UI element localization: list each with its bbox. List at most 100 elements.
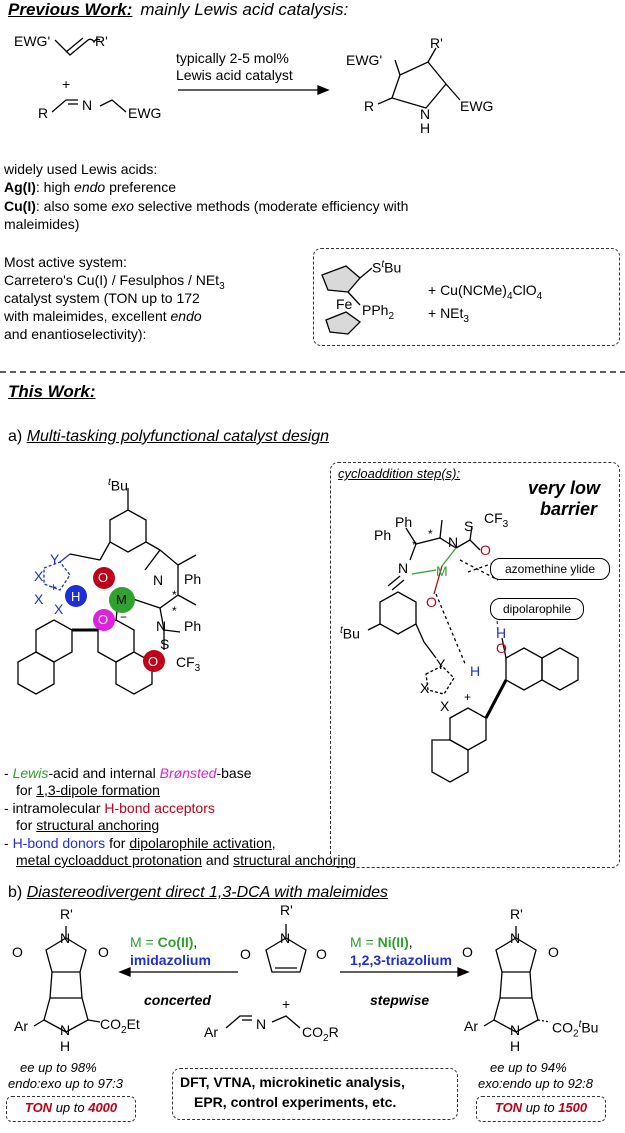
carretero-line1: Carretero's Cu(I) / Fesulphos / NEt3 xyxy=(4,272,225,295)
legend-l2u: 1,3-dipole formation xyxy=(36,782,160,798)
center-o2: O xyxy=(316,946,327,962)
legend-line4: for structural anchoring xyxy=(16,817,159,834)
reactant-plus: + xyxy=(62,76,71,92)
legend-line1: - Lewis-acid and internal Brønsted-base xyxy=(4,765,252,782)
net3: + NEt xyxy=(428,305,464,321)
right-r-prime: R' xyxy=(510,906,523,922)
cat-cf: CF xyxy=(176,654,195,670)
right-ee: ee xyxy=(490,1060,505,1075)
methods-line2: EPR, control experiments, etc. xyxy=(194,1094,397,1110)
legend-l6u1: metal cycloadduct protonation xyxy=(16,852,202,868)
ag-label: Ag(I) xyxy=(4,179,36,195)
product-r: R xyxy=(364,98,375,114)
methods-box xyxy=(172,1068,458,1120)
center-plus: + xyxy=(282,996,291,1012)
right-ar: Ar xyxy=(464,1018,478,1034)
cu-label: Cu(I) xyxy=(4,198,36,214)
cat-s: S xyxy=(160,636,170,652)
right-mechanism: stepwise xyxy=(370,992,430,1008)
product-h: H xyxy=(420,120,431,136)
legend-hbond-acceptors: H-bond acceptors xyxy=(104,800,215,816)
cyclo-o3: O xyxy=(496,640,507,656)
left-metal: Co(II) xyxy=(157,934,194,950)
fe-label: Fe xyxy=(336,296,353,312)
left-ton-mid: up to xyxy=(52,1100,89,1115)
right-nh-n: N xyxy=(510,1022,521,1038)
carretero-line3: with maleimides, excellent endo xyxy=(4,308,202,325)
cycloaddition-box xyxy=(330,462,620,868)
right-ratio: exo:endo up to 92:8 xyxy=(478,1076,593,1091)
section-b-label: b) xyxy=(8,884,23,901)
cat-x1: X xyxy=(34,568,44,584)
reactant1-r: R' xyxy=(95,33,108,49)
carretero-text1: Carretero's Cu(I) / Fesulphos / NEt xyxy=(4,272,220,288)
right-n: N xyxy=(510,930,521,946)
cat-x3: X xyxy=(54,601,64,617)
cat-ph1: Ph xyxy=(184,571,202,587)
cat-tbu-t: t xyxy=(108,477,111,488)
cyclo-cf3: CF3 xyxy=(484,510,508,533)
cat-minus: − xyxy=(120,610,128,624)
left-ee: ee xyxy=(20,1060,35,1075)
left-metal-line: M = Co(II), xyxy=(130,934,197,951)
center-ar: Ar xyxy=(204,1024,218,1040)
cat-star2: * xyxy=(172,604,177,618)
right-comma: , xyxy=(408,934,413,950)
cyclo-star1: * xyxy=(428,527,433,541)
fe-pph-sub: 2 xyxy=(388,310,395,322)
right-metal-line: M = Ni(II), xyxy=(350,934,413,951)
section-b-heading: b) Diastereodivergent direct 1,3-DCA wit… xyxy=(8,884,388,902)
cu-text-a: : also some xyxy=(35,198,112,214)
right-t: t xyxy=(578,1019,582,1030)
right-ton-value: 1500 xyxy=(558,1100,588,1115)
cat-n: N xyxy=(153,572,164,588)
cyclo-tbu: tBu xyxy=(340,622,360,643)
arrow-condition-line1: typically 2-5 mol% xyxy=(176,50,289,66)
product-r-top: R' xyxy=(430,35,443,51)
right-co: CO xyxy=(552,1019,573,1036)
cat-o4: O xyxy=(148,654,159,669)
legend-line6: metal cycloadduct protonation and struct… xyxy=(16,852,356,869)
left-co: CO xyxy=(100,1016,121,1032)
cat-o1: O xyxy=(98,570,109,585)
right-nh-h: H xyxy=(510,1038,521,1054)
ag-text-b: preference xyxy=(105,179,177,195)
center-r-prime: R' xyxy=(280,902,293,918)
cyclo-m: M xyxy=(436,563,448,579)
carretero-line4: and enantioselectivity): xyxy=(4,326,147,342)
cyclo-title: cycloaddition step(s): xyxy=(338,466,461,481)
cat-x2: X xyxy=(34,591,44,607)
cu-salt-sub2: 4 xyxy=(536,290,543,302)
cyclo-star2: * xyxy=(412,538,417,552)
right-o1: O xyxy=(462,944,473,960)
left-co-sub: 2 xyxy=(121,1024,127,1036)
catalyst-structure xyxy=(17,488,197,695)
cyclo-tbu-t: t xyxy=(340,625,343,636)
legend-l5a: - xyxy=(4,835,13,851)
product-ewg: EWG xyxy=(460,98,494,114)
cu-salt: + Cu(NCMe)4ClO4 xyxy=(428,282,542,305)
reactant1-ewg: EWG' xyxy=(14,33,51,49)
section-a-heading: a) Multi-tasking polyfunctional catalyst… xyxy=(8,428,329,446)
widely-used-text: widely used Lewis acids: xyxy=(4,161,158,177)
cyclo-n: N xyxy=(448,534,459,550)
this-work-heading: This Work: xyxy=(8,382,96,402)
legend-l6b: and xyxy=(202,852,234,868)
center-n2: N xyxy=(256,1016,267,1032)
legend-l5b: for xyxy=(105,835,130,851)
left-ton-label: TON xyxy=(24,1100,53,1115)
left-n: N xyxy=(60,930,71,946)
cu-salt-a: + Cu(NCMe) xyxy=(428,282,507,298)
dca-scheme-drawing xyxy=(33,924,551,1033)
cyclo-x1: X xyxy=(420,680,430,696)
cat-plus: + xyxy=(50,580,58,594)
cyclo-o: O xyxy=(480,542,491,558)
cyclo-ph2: Ph xyxy=(374,527,392,543)
legend-l5c: , xyxy=(271,835,276,851)
most-active-text: Most active system: xyxy=(4,254,127,270)
cyclo-n2: N xyxy=(398,560,409,576)
ag-line: Ag(I): high endo preference xyxy=(4,179,176,196)
previous-work-subtitle: mainly Lewis acid catalysis: xyxy=(140,0,349,19)
cat-tbu: tBu xyxy=(108,474,128,495)
cycloaddition-drawing xyxy=(367,519,579,783)
